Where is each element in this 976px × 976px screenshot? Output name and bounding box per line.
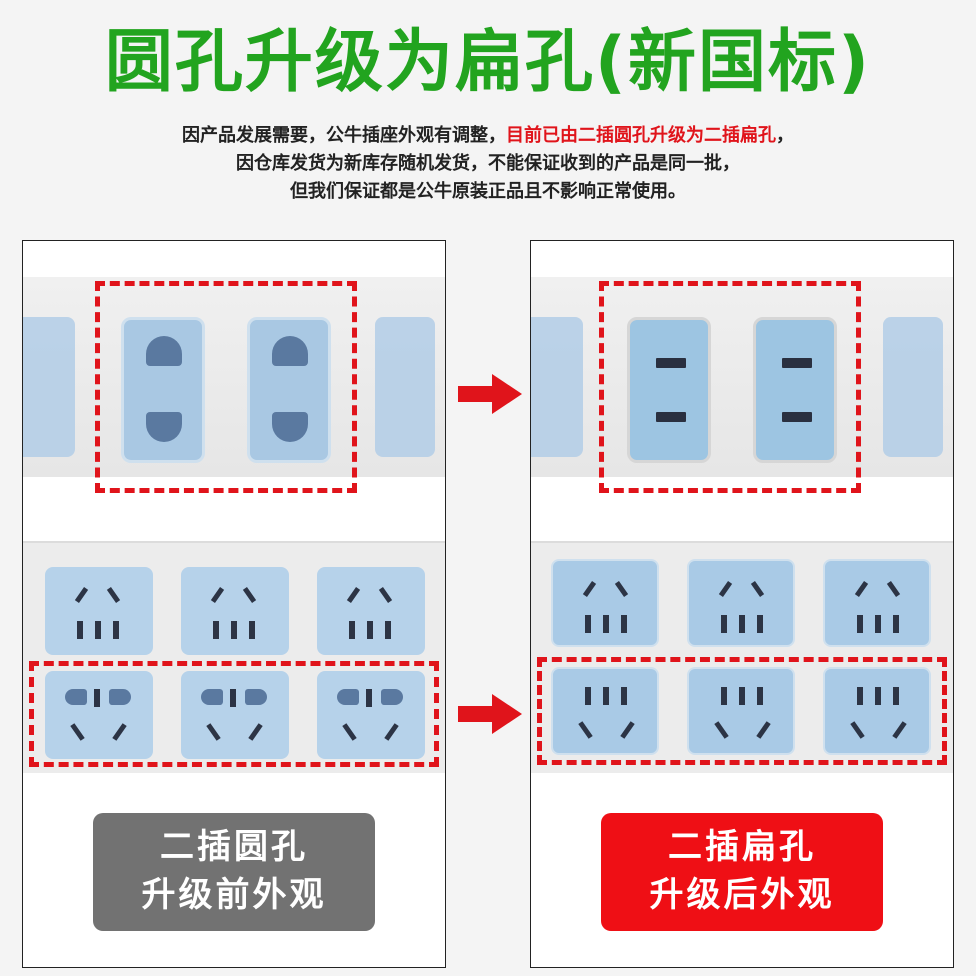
highlight-box <box>29 661 439 767</box>
description-line-3: 但我们保证都是公牛原装正品且不影响正常使用。 <box>290 181 686 202</box>
three-pin-socket <box>551 559 659 647</box>
after-label: 二插扁孔 升级后外观 <box>601 813 883 931</box>
highlight-box <box>537 657 947 765</box>
three-pin-socket <box>687 559 795 647</box>
right-arrow-icon <box>458 694 522 734</box>
highlight-box <box>95 281 357 493</box>
flat-hole <box>782 412 812 422</box>
highlight-box <box>599 281 861 493</box>
five-hole-round-socket <box>317 671 425 759</box>
flat-hole <box>656 412 686 422</box>
five-hole-flat-socket <box>823 667 931 755</box>
flat-hole <box>782 358 812 368</box>
after-label-line-2: 升级后外观 <box>649 875 835 915</box>
three-pin-socket <box>181 567 289 655</box>
blurred-socket <box>531 317 583 457</box>
blurred-socket <box>883 317 943 457</box>
power-strip-top <box>23 277 445 477</box>
round-hole <box>146 412 182 442</box>
right-arrow-icon <box>458 374 522 414</box>
round-hole <box>272 412 308 442</box>
five-hole-round-socket <box>45 671 153 759</box>
flat-hole <box>656 358 686 368</box>
before-label: 二插圆孔 升级前外观 <box>93 813 375 931</box>
two-pin-round-socket <box>247 317 331 463</box>
before-label-line-1: 二插圆孔 <box>160 827 308 867</box>
round-hole <box>272 336 308 366</box>
before-panel: 二插圆孔 升级前外观 <box>22 240 446 968</box>
round-hole <box>146 336 182 366</box>
description: 因产品发展需要，公牛插座外观有调整，目前已由二插圆孔升级为二插扁孔， 因仓库发货… <box>0 122 976 206</box>
description-line-1: 因产品发展需要，公牛插座外观有调整，目前已由二插圆孔升级为二插扁孔， <box>0 122 976 150</box>
description-line-2: 因仓库发货为新库存随机发货，不能保证收到的产品是同一批， <box>236 153 740 174</box>
five-hole-flat-socket <box>551 667 659 755</box>
five-hole-round-socket <box>181 671 289 759</box>
before-label-line-2: 升级前外观 <box>141 875 327 915</box>
two-pin-flat-socket <box>753 317 837 463</box>
after-label-line-1: 二插扁孔 <box>668 827 816 867</box>
description-highlight: 目前已由二插圆孔升级为二插扁孔 <box>506 125 776 146</box>
three-pin-socket <box>317 567 425 655</box>
blurred-socket <box>23 317 75 457</box>
three-pin-socket <box>45 567 153 655</box>
three-pin-socket <box>823 559 931 647</box>
after-panel: 二插扁孔 升级后外观 <box>530 240 954 968</box>
blurred-socket <box>375 317 435 457</box>
two-pin-round-socket <box>121 317 205 463</box>
description-text: 因产品发展需要，公牛插座外观有调整， <box>182 125 506 146</box>
five-hole-flat-socket <box>687 667 795 755</box>
description-text: ， <box>776 125 794 146</box>
page-title: 圆孔升级为扁孔(新国标) <box>104 23 872 102</box>
two-pin-flat-socket <box>627 317 711 463</box>
